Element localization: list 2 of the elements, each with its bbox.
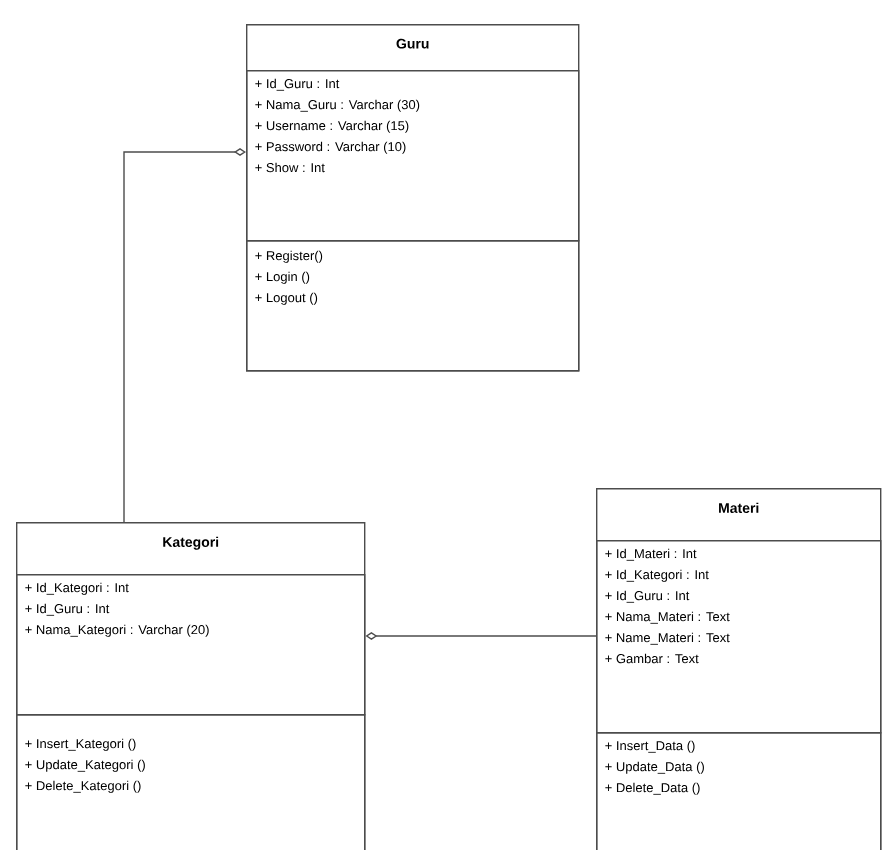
association-line <box>123 148 246 523</box>
association-line <box>365 632 597 640</box>
